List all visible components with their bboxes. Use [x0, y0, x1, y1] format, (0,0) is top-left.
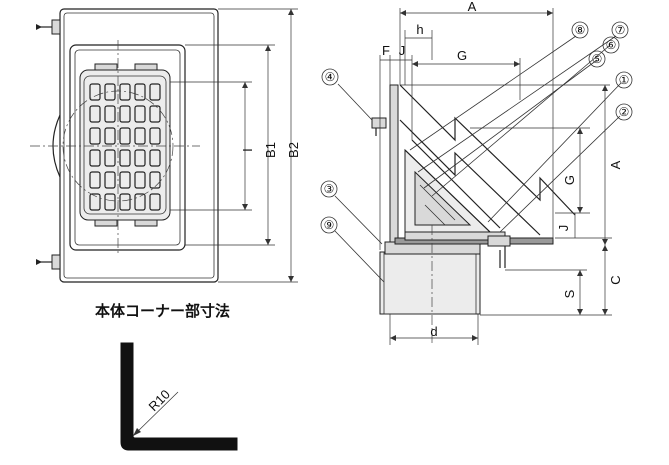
corner-detail	[120, 342, 238, 451]
part-5-label: ⑤	[592, 52, 603, 66]
dim-d: d	[430, 324, 437, 339]
dim-B2: B2	[286, 142, 301, 158]
grating-slots	[89, 83, 161, 211]
plan-view	[30, 8, 298, 283]
part-8-label: ⑧	[575, 23, 586, 37]
corner-dimension-caption: 本体コーナー部寸法	[95, 302, 230, 320]
part-4-label: ④	[325, 70, 336, 84]
dim-A-right: A	[608, 160, 623, 169]
part-6-label: ⑥	[606, 38, 617, 52]
dim-h: h	[416, 22, 423, 37]
part-callouts	[334, 35, 622, 283]
part-9-label: ⑨	[324, 218, 335, 232]
part-2-label: ②	[619, 105, 630, 119]
part-1-label: ①	[619, 73, 630, 87]
part-3-label: ③	[324, 182, 335, 196]
radius-label: R10	[146, 387, 173, 414]
dim-G-top: G	[457, 48, 467, 63]
dim-C: C	[608, 275, 623, 284]
dim-I: I	[240, 148, 255, 152]
dim-B1: B1	[263, 142, 278, 158]
dim-F: F	[382, 43, 390, 58]
dim-J-top: J	[399, 43, 406, 58]
dim-S: S	[562, 289, 577, 298]
dim-A-top: A	[468, 0, 477, 14]
section-view	[371, 84, 610, 345]
dim-G-right: G	[562, 175, 577, 185]
dim-J-right: J	[556, 225, 571, 232]
part-7-label: ⑦	[615, 23, 626, 37]
section-dimensions	[379, 8, 612, 345]
